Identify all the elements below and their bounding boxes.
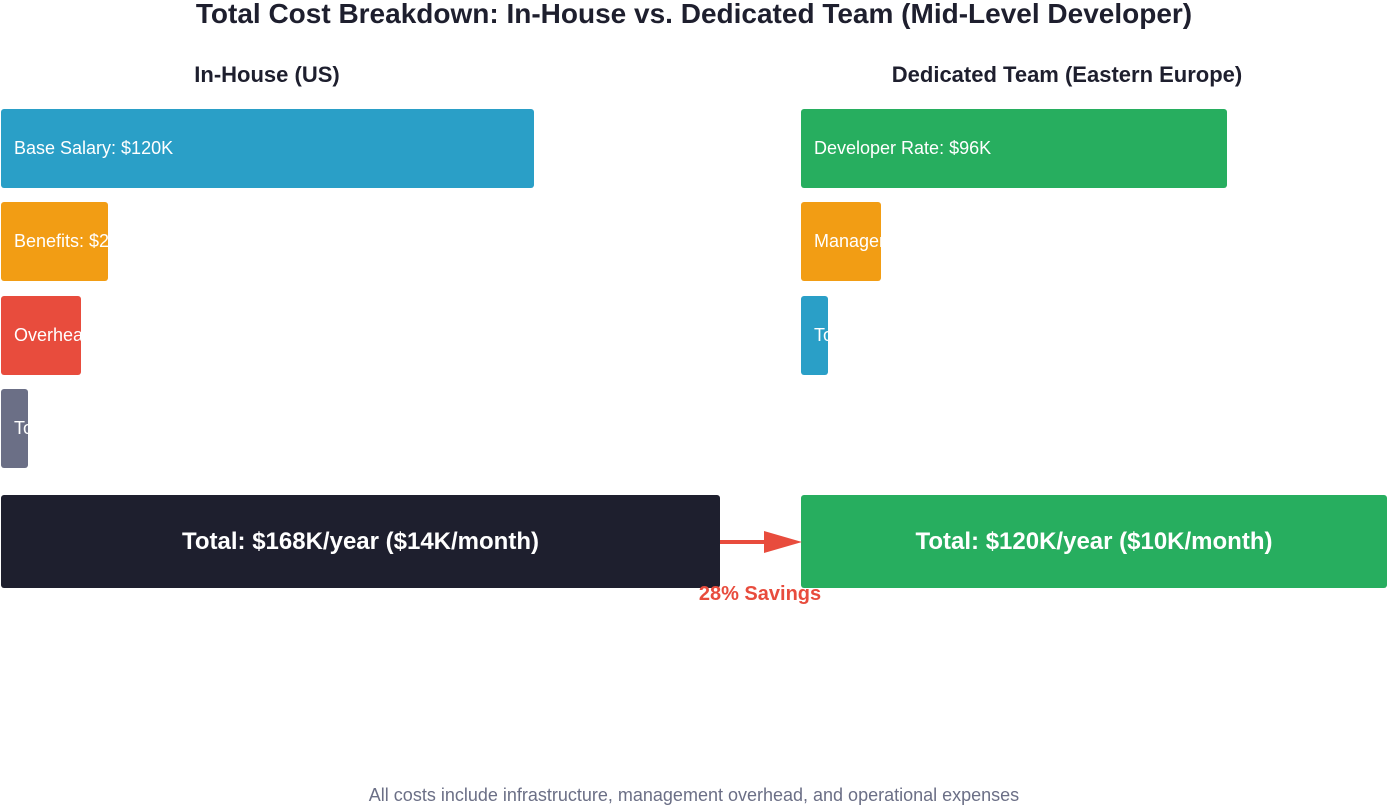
in-house-total-box: Total: $168K/year ($14K/month) <box>1 495 720 588</box>
in-house-heading: In-House (US) <box>194 62 340 87</box>
dedicated-total-box: Total: $120K/year ($10K/month) <box>801 495 1387 588</box>
in-house-total-label: Total: $168K/year ($14K/month) <box>182 527 539 555</box>
bar-label: Tools: $6K <box>14 418 28 438</box>
bar-label: Benefits: $24K <box>14 231 108 251</box>
savings-arrow-icon <box>720 531 802 553</box>
dedicated-total-label: Total: $120K/year ($10K/month) <box>915 527 1273 555</box>
savings-label: 28% Savings <box>698 583 822 605</box>
bar-label: Base Salary: $120K <box>14 138 174 158</box>
in-house-bar-overhead: Overhead: $18K <box>1 296 81 375</box>
dedicated-bar-developer-rate: Developer Rate: $96K <box>801 109 1227 188</box>
page-title: Total Cost Breakdown: In-House vs. Dedic… <box>195 0 1193 29</box>
in-house-bar-base-salary: Base Salary: $120K <box>1 109 534 188</box>
bar-label: Tools: $6K <box>814 325 828 345</box>
bar-label: Management: $18K <box>814 231 881 251</box>
dedicated-heading: Dedicated Team (Eastern Europe) <box>891 62 1243 87</box>
dedicated-bar-tools: Tools: $6K <box>801 296 828 375</box>
in-house-bar-benefits: Benefits: $24K <box>1 202 108 281</box>
bar-label: Overhead: $18K <box>14 325 81 345</box>
dedicated-bar-management: Management: $18K <box>801 202 881 281</box>
bar-label: Developer Rate: $96K <box>814 138 992 158</box>
in-house-bar-tools: Tools: $6K <box>1 389 28 468</box>
footnote: All costs include infrastructure, manage… <box>368 785 1020 805</box>
